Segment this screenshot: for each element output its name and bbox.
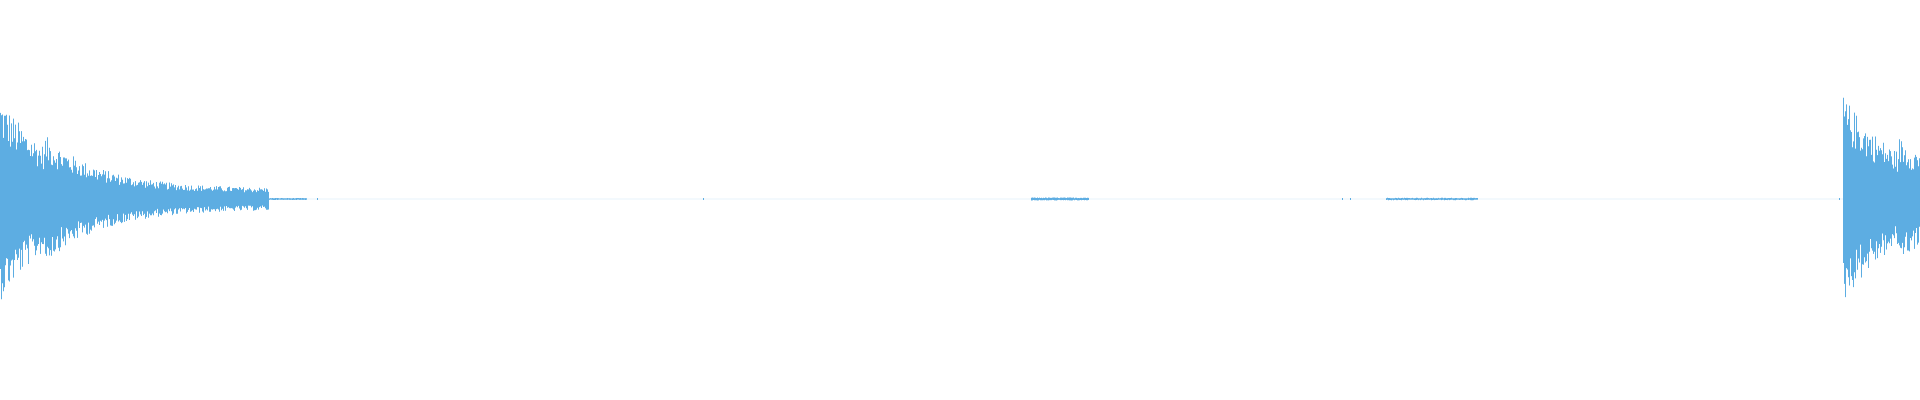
waveform-segment-noise-blip-1: [1031, 197, 1089, 201]
waveform-segment-quiet-tail-start: [269, 198, 307, 200]
waveform-segment-transient-burst-start: [0, 112, 269, 300]
waveform-bars: [0, 97, 1920, 300]
waveform-segment-noise-blip-2: [1386, 197, 1478, 201]
waveform-segment-transient-burst-end: [1843, 97, 1920, 298]
